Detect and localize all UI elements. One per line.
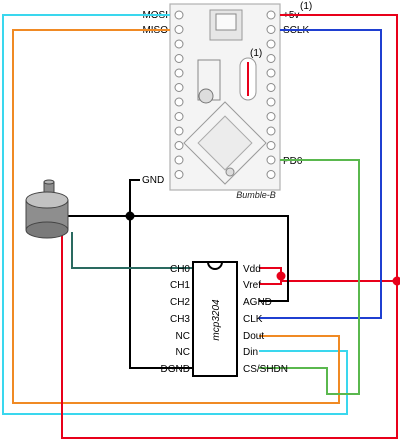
header-pin-hole — [174, 10, 184, 20]
header-pin-hole — [174, 83, 184, 92]
chip-pin-dout: Dout — [243, 331, 264, 342]
header-pin-hole — [266, 54, 276, 63]
wire-mosi — [2, 14, 348, 415]
chip-pin-nc-1: NC — [176, 331, 190, 342]
potentiometer-icon — [25, 179, 69, 239]
ic-chip-icon — [192, 261, 238, 377]
wire-gnd-pot — [65, 215, 289, 302]
header-pin-hole — [174, 97, 184, 107]
wire-pd0 — [259, 159, 360, 395]
junction-dot-icon — [125, 211, 135, 221]
board-pin-pd0: PD0 — [283, 156, 303, 167]
header-pin-hole — [174, 112, 184, 121]
chip-pin-dgnd: DGND — [161, 364, 190, 375]
header-pin-hole — [266, 97, 276, 107]
header-pin-hole — [266, 155, 276, 165]
chip-pin-ch2: CH2 — [170, 297, 190, 308]
microcontroller-board-icon — [169, 3, 281, 191]
header-pin-hole — [266, 83, 276, 92]
header-pin-hole — [266, 170, 276, 179]
wire-5v — [280, 14, 398, 282]
chip-pin-cs-shdn: CS/SHDN — [243, 364, 288, 375]
header-pin-hole — [174, 126, 184, 136]
junction-dot-icon — [392, 276, 400, 286]
header-pin-hole — [174, 155, 184, 165]
chip-pin-vref: Vref — [243, 280, 261, 291]
header-pin-hole — [266, 141, 276, 150]
header-pin-hole — [174, 170, 184, 179]
board-note-marker: (1) — [300, 1, 312, 12]
header-pin-hole — [174, 68, 184, 78]
header-pin-hole — [174, 54, 184, 63]
header-pin-hole — [174, 39, 184, 49]
header-pin-hole — [266, 25, 276, 34]
chip-pin-ch1: CH1 — [170, 280, 190, 291]
header-pin-hole — [174, 25, 184, 34]
header-pin-hole — [266, 112, 276, 121]
chip-pin-din: Din — [243, 347, 258, 358]
junction-dot-icon — [276, 271, 286, 281]
chip-pin-nc-2: NC — [176, 347, 190, 358]
chip-pin-ch3: CH3 — [170, 314, 190, 325]
jumper-marker: (1) — [250, 48, 262, 59]
wire-sclk — [259, 29, 382, 319]
header-pin-hole — [174, 141, 184, 150]
board-pin-gnd: GND — [142, 175, 164, 186]
header-pin-hole — [266, 39, 276, 49]
board-name: Bumble-B — [236, 190, 276, 200]
wire-miso — [12, 29, 340, 404]
header-pin-hole — [266, 126, 276, 136]
chip-name: mcp3204 — [211, 299, 222, 341]
header-pin-hole — [266, 68, 276, 78]
chip-pin-ch0: CH0 — [170, 264, 190, 275]
wire-ch0 — [71, 232, 193, 269]
wire-gnd — [129, 179, 193, 369]
chip-pin-vdd: Vdd — [243, 264, 261, 275]
chip-pin-agnd: AGND — [243, 297, 272, 308]
header-pin-hole — [266, 10, 276, 20]
wire-5v-pot — [61, 228, 398, 439]
chip-pin-clk: CLK — [243, 314, 263, 325]
